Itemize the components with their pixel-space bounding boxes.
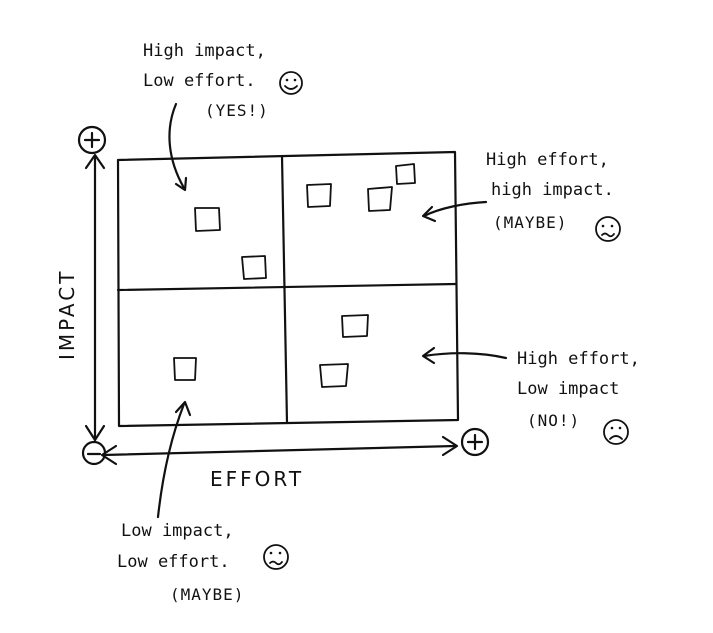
impact-axis: IMPACT <box>55 153 106 442</box>
svg-text:(MAYBE): (MAYBE) <box>170 585 244 604</box>
plus-circle-icon <box>77 125 107 155</box>
annotation-high-effort-high-impact: High effort, high impact. (MAYBE) <box>421 150 621 242</box>
effort-axis: EFFORT <box>100 435 459 491</box>
sticky-note <box>173 357 197 381</box>
wavy-face-icon <box>595 216 621 242</box>
effort-axis-label: EFFORT <box>210 467 304 491</box>
svg-text:(MAYBE): (MAYBE) <box>493 213 567 232</box>
svg-text:High effort,: High effort, <box>486 150 609 170</box>
quadrant-grid <box>116 150 460 428</box>
sticky-notes <box>173 163 416 388</box>
svg-text:High impact,: High impact, <box>143 41 266 61</box>
annotation-high-impact-low-effort: High impact, Low effort. (YES!) <box>143 41 303 192</box>
svg-text:(YES!): (YES!) <box>205 101 269 120</box>
sticky-note <box>319 363 349 388</box>
impact-axis-label: IMPACT <box>55 269 79 360</box>
svg-text:high impact.: high impact. <box>491 180 614 200</box>
svg-text:(NO!): (NO!) <box>527 411 580 430</box>
minus-circle-icon <box>81 440 107 466</box>
sticky-note <box>306 183 332 208</box>
sticky-note <box>241 255 267 280</box>
sad-face-icon <box>603 419 629 445</box>
svg-text:Low impact: Low impact <box>517 379 619 399</box>
sticky-note <box>341 314 369 338</box>
svg-text:Low impact,: Low impact, <box>121 521 234 541</box>
sticky-note <box>395 163 416 185</box>
happy-face-icon <box>279 71 303 95</box>
wavy-face-icon <box>263 544 289 570</box>
annotation-high-effort-low-impact: High effort, Low impact (NO!) <box>421 346 640 445</box>
sticky-note <box>194 207 221 232</box>
svg-text:High effort,: High effort, <box>517 349 640 369</box>
svg-text:Low effort.: Low effort. <box>143 71 256 91</box>
plus-circle-icon <box>460 427 490 457</box>
sticky-note <box>367 186 393 212</box>
svg-text:Low effort.: Low effort. <box>117 552 230 572</box>
annotation-low-impact-low-effort: Low impact, Low effort. (MAYBE) <box>117 400 289 604</box>
